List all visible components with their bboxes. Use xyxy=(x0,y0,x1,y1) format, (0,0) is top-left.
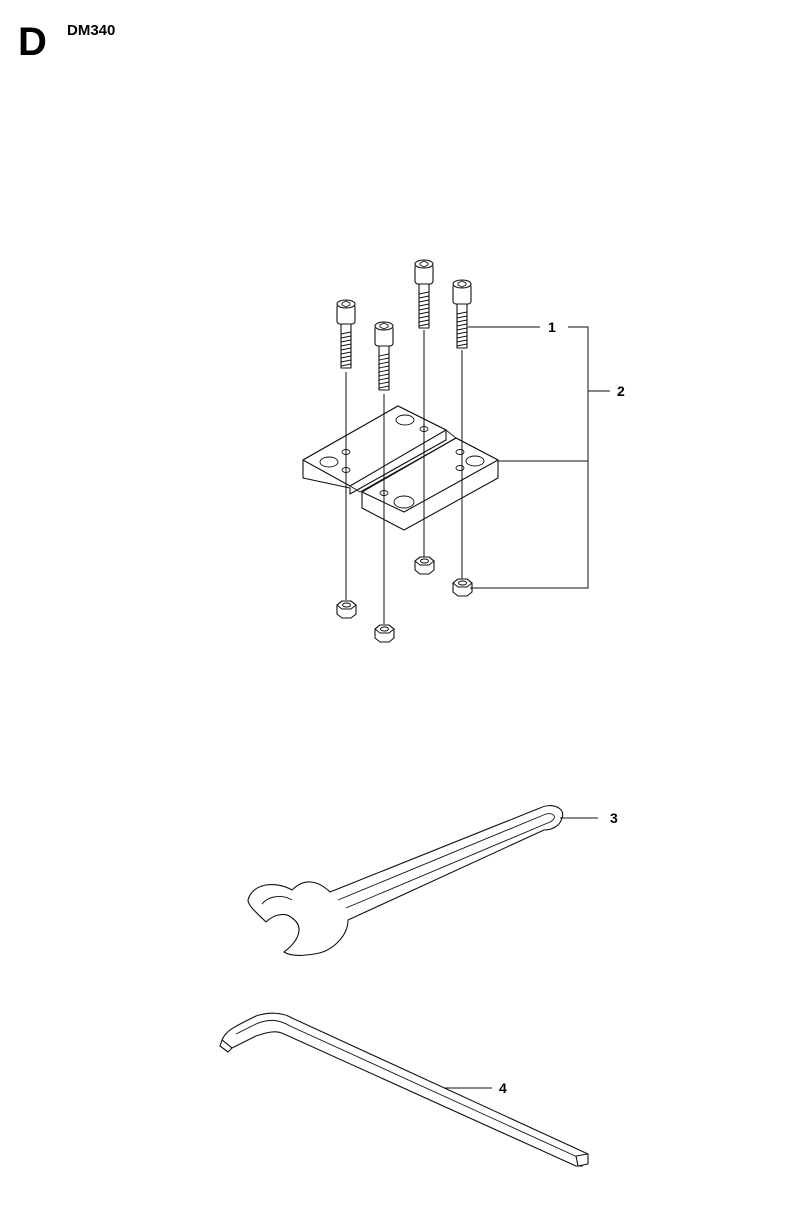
callout-1: 1 xyxy=(548,319,556,335)
hex-key xyxy=(219,1012,589,1167)
callout-4: 4 xyxy=(499,1080,507,1096)
model-code: DM340 xyxy=(67,22,116,39)
socket-head-screw xyxy=(414,259,434,329)
callout-leaders-kit xyxy=(468,326,610,589)
callout-2: 2 xyxy=(617,383,625,399)
socket-head-screw xyxy=(336,299,356,369)
open-end-wrench xyxy=(247,805,564,956)
socket-head-screw xyxy=(374,321,394,391)
hex-nut xyxy=(452,578,473,597)
hex-nut xyxy=(414,556,435,575)
hex-nut xyxy=(374,624,395,643)
callout-3: 3 xyxy=(610,810,618,826)
mounting-plate xyxy=(302,405,499,531)
center-lines xyxy=(345,330,463,624)
socket-head-screw xyxy=(452,279,472,349)
section-letter: D xyxy=(18,20,47,64)
hex-nut xyxy=(336,600,357,619)
